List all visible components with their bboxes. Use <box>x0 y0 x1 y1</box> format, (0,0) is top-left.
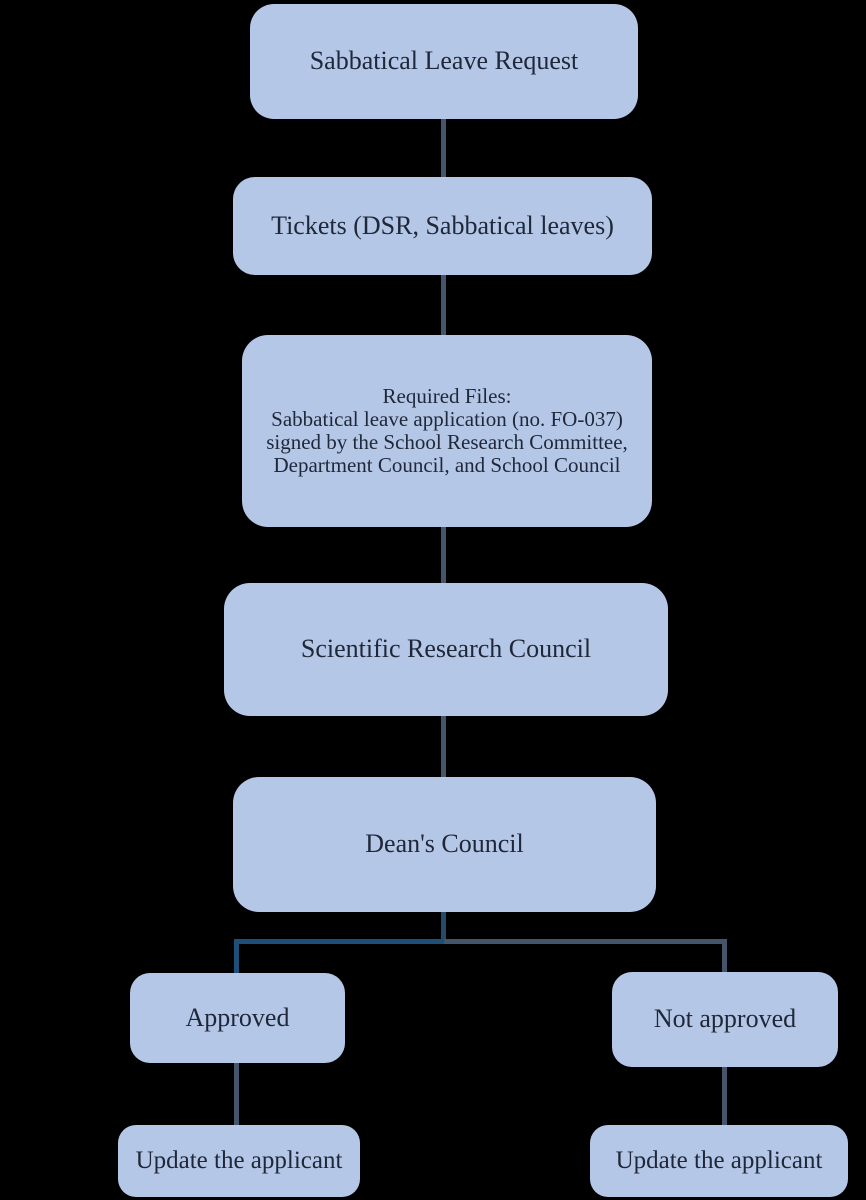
node-deans-council: Dean's Council <box>233 777 656 912</box>
node-label: Scientific Research Council <box>300 634 592 664</box>
connector-branch-not-approved <box>722 939 727 972</box>
node-update-applicant-right: Update the applicant <box>590 1125 848 1197</box>
connector-not-approved-update <box>722 1067 727 1125</box>
connector-deans-branch-stub <box>441 912 446 944</box>
node-not-approved: Not approved <box>612 972 838 1067</box>
node-label: Update the applicant <box>135 1147 343 1175</box>
node-label: Approved <box>185 1002 290 1032</box>
connector-branch-approved <box>234 939 239 973</box>
node-scientific-research-council: Scientific Research Council <box>224 583 668 716</box>
node-label: Not approved <box>653 1004 797 1034</box>
node-label-line: signed by the School Research Committee, <box>266 430 628 454</box>
node-label-line: Sabbatical leave application (no. FO-037… <box>271 407 623 432</box>
node-sabbatical-leave-request: Sabbatical Leave Request <box>250 4 638 119</box>
node-tickets: Tickets (DSR, Sabbatical leaves) <box>233 177 652 275</box>
connector-approved-update <box>234 1063 239 1125</box>
node-required-files: Required Files: Sabbatical leave applica… <box>242 335 652 527</box>
node-update-applicant-left: Update the applicant <box>118 1125 360 1197</box>
branch-horizontal-right <box>444 939 727 944</box>
connector-start-tickets <box>441 119 446 177</box>
node-label: Update the applicant <box>615 1147 823 1175</box>
node-approved: Approved <box>130 973 345 1063</box>
connector-scientific-deans <box>441 716 446 777</box>
node-label: Dean's Council <box>365 829 524 859</box>
node-label: Sabbatical Leave Request <box>309 46 579 76</box>
node-label-line: Department Council, and School Council <box>273 452 621 477</box>
node-label-line: Required Files: <box>382 384 512 409</box>
branch-horizontal-left <box>234 939 444 944</box>
connector-tickets-required <box>441 275 446 335</box>
node-label: Tickets (DSR, Sabbatical leaves) <box>271 210 614 240</box>
connector-required-scientific <box>441 527 446 583</box>
